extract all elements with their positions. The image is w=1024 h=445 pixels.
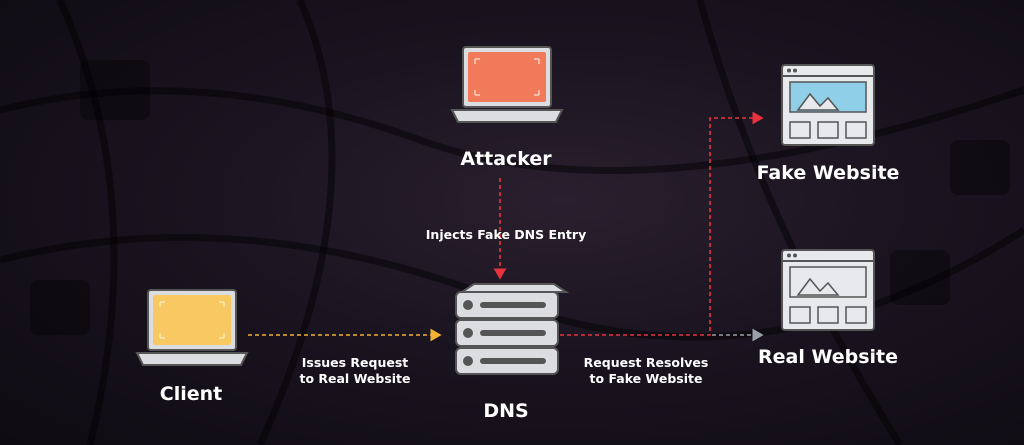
client-label: Client <box>159 383 223 405</box>
resolves-line1: Request Resolves <box>583 355 709 370</box>
attacker-laptop-icon <box>450 46 564 123</box>
inject-label: Injects Fake DNS Entry <box>425 227 587 242</box>
issues-request-line1: Issues Request <box>301 355 409 370</box>
real-website-icon <box>781 249 875 331</box>
real-website-label: Real Website <box>757 346 899 368</box>
dns-server-icon <box>455 283 570 375</box>
resolves-fake-arrow <box>560 111 764 336</box>
attacker-label: Attacker <box>460 148 552 170</box>
issues-request-line2: to Real Website <box>299 371 411 386</box>
padlock-icon <box>30 60 1010 335</box>
dns-label: DNS <box>483 400 529 422</box>
resolves-label: Request Resolves to Fake Website <box>584 355 709 387</box>
client-laptop-icon <box>135 289 249 366</box>
fake-website-label: Fake Website <box>756 162 900 184</box>
fake-website-icon <box>781 64 875 146</box>
resolves-line2: to Fake Website <box>589 371 703 386</box>
issues-request-label: Issues Request to Real Website <box>299 355 410 387</box>
